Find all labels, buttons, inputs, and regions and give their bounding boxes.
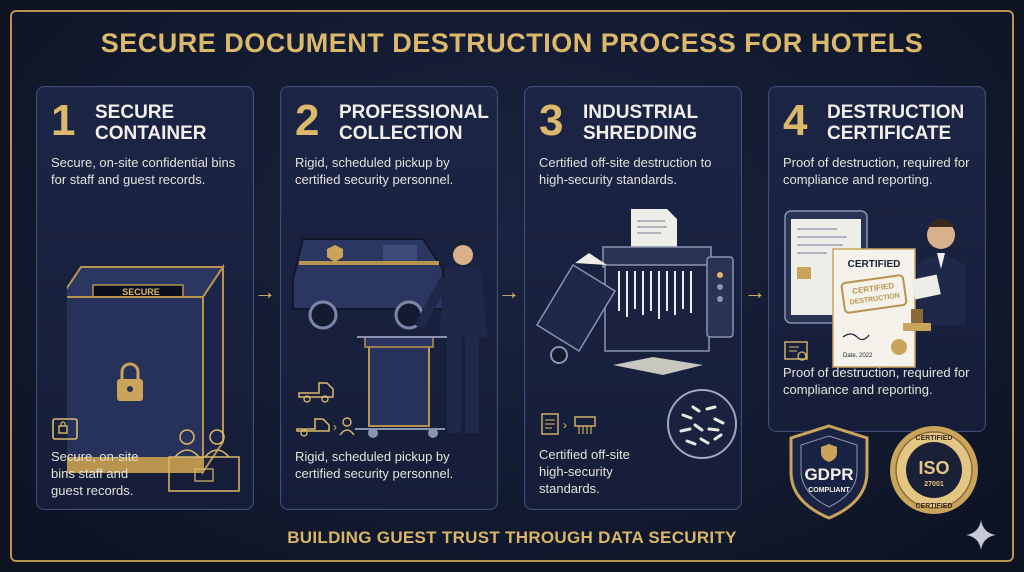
- trash-bin-icon: [535, 253, 617, 364]
- svg-text:›: ›: [333, 420, 337, 434]
- certificate-title: CERTIFIED: [848, 259, 901, 270]
- collection-illustration: [292, 238, 487, 438]
- secure-bin-illustration: SECURE: [67, 263, 225, 476]
- arrow-right-icon: →: [744, 279, 766, 304]
- step-card-secure-container: 1 Secure Container Secure, on-site confi…: [36, 86, 254, 510]
- svg-text:›: ›: [563, 418, 567, 432]
- document-to-shredder-icon: ›: [541, 413, 596, 435]
- page-title: Secure Document Destruction Process for …: [100, 28, 924, 58]
- step-number: 4: [783, 96, 808, 145]
- certificate-illustration: CERTIFIED CERTIFIED DESTRUCTION Date, 20…: [784, 210, 965, 368]
- shredder-illustration: [535, 209, 734, 375]
- step-heading: Professional Collection: [339, 102, 489, 144]
- certificate-date: Date, 2022: [843, 353, 873, 359]
- step-number: 2: [295, 96, 320, 145]
- gdpr-title: GDPR: [804, 465, 853, 484]
- step-heading: Destruction Certificate: [827, 102, 965, 144]
- shredder-machine-icon: [602, 246, 734, 352]
- step-card-destruction-certificate: 4 Destruction Certificate Proof of destr…: [768, 86, 986, 432]
- iso-title: ISO: [918, 458, 949, 478]
- step-heading: Secure Container: [95, 102, 207, 144]
- step-description: Secure, on-site confidential bins for st…: [51, 155, 236, 187]
- arrow-right-icon: →: [254, 279, 276, 304]
- certificate-document-icon: CERTIFIED CERTIFIED DESTRUCTION Date, 20…: [832, 248, 916, 368]
- van-small-icon: [298, 382, 334, 403]
- van-to-guard-icon: ›: [296, 417, 355, 437]
- step-note: Rigid, scheduled pickup by certified sec…: [295, 449, 454, 481]
- step-note: Secure, on-site bins staff and guest rec…: [51, 449, 139, 498]
- step-description: Certified off-site destruction to high-s…: [539, 155, 712, 187]
- safe-icon: [52, 418, 78, 440]
- step-card-industrial-shredding: 3 Industrial Shredding Certified off-sit…: [524, 86, 742, 510]
- padlock-icon: [117, 362, 143, 401]
- arrow-right-icon: →: [498, 279, 520, 304]
- iso-badge: CERTIFIED ISO 27001 CERTIFIED: [890, 426, 978, 514]
- iso-number: 27001: [924, 481, 944, 488]
- paper-document-icon: [631, 209, 677, 247]
- businessman-icon: [911, 219, 965, 325]
- step-note: Proof of destruction, required for compl…: [783, 365, 970, 397]
- gdpr-subtitle: COMPLIANT: [808, 487, 850, 494]
- step-heading: Industrial Shredding: [583, 102, 699, 144]
- reception-desk-icon: [168, 429, 240, 492]
- armored-van-icon: [292, 238, 444, 330]
- step-note: Certified off-site high-security standar…: [539, 447, 630, 496]
- step-number: 3: [539, 96, 564, 145]
- shred-particles-zoom-icon: [667, 389, 737, 459]
- gdpr-badge: GDPR COMPLIANT: [789, 424, 869, 520]
- sparkle-icon: [966, 520, 996, 550]
- step-number: 1: [51, 96, 76, 145]
- step-description: Proof of destruction, required for compl…: [783, 155, 970, 187]
- step-description: Rigid, scheduled pickup by certified sec…: [295, 155, 454, 187]
- iso-top-label: CERTIFIED: [916, 435, 953, 442]
- collection-cart-icon: [355, 336, 447, 438]
- bin-label: SECURE: [122, 287, 160, 297]
- step-card-professional-collection: 2 Professional Collection Rigid, schedul…: [280, 86, 498, 510]
- iso-bottom-label: CERTIFIED: [916, 503, 953, 510]
- certificate-small-icon: [784, 341, 808, 361]
- footer-tagline: BUILDING GUEST TRUST THROUGH DATA SECURI…: [287, 528, 737, 547]
- shield-icon: [821, 444, 837, 462]
- security-guard-icon: [414, 238, 487, 433]
- rubber-stamp-icon: [903, 309, 931, 331]
